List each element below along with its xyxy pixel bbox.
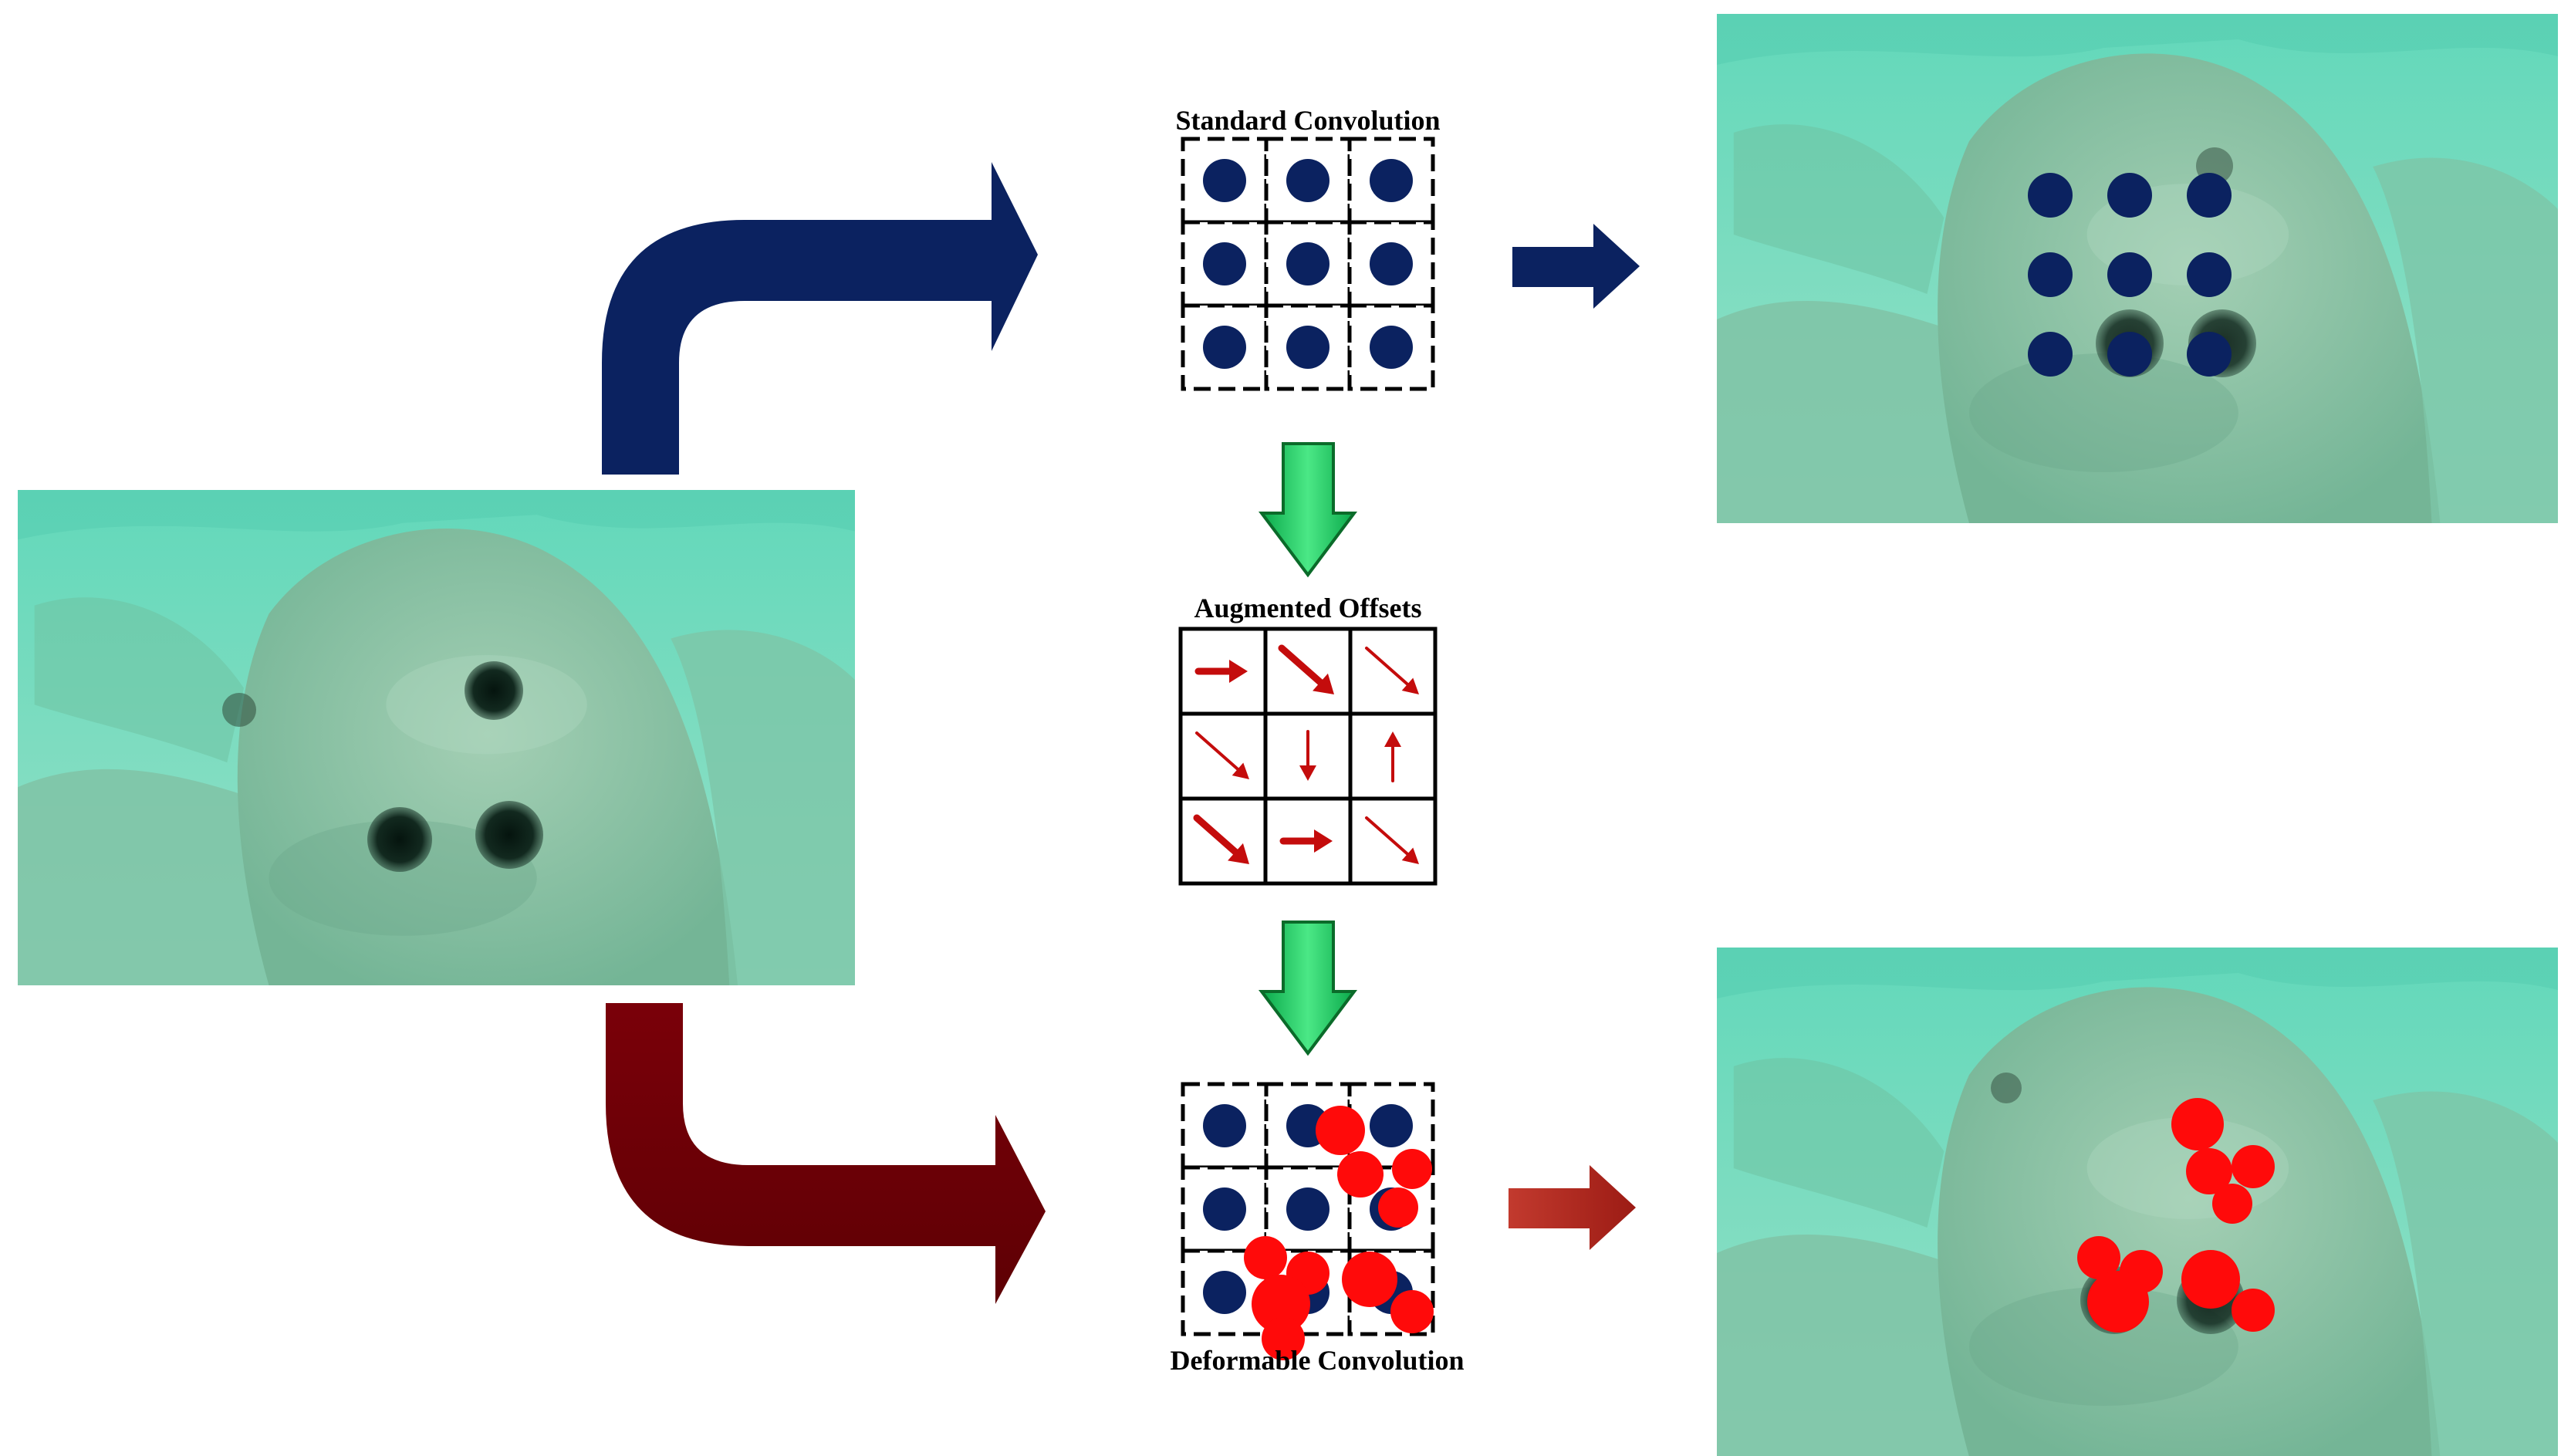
kernel-sample-point [1370, 326, 1413, 369]
deformed-sample-point [1252, 1275, 1310, 1333]
deformable-sample-points [1244, 1106, 1434, 1360]
maroon-small-arrow [1509, 1165, 1636, 1250]
output-sample-point [2107, 173, 2152, 218]
kernel-sample-point [1370, 159, 1413, 202]
green-arrow-down-1 [1259, 442, 1357, 578]
offsets-grid [1178, 627, 1438, 886]
kernel-sample-point [1286, 326, 1329, 369]
offset-arrow [1365, 816, 1410, 856]
offset-arrow [1278, 644, 1324, 686]
kernel-cell [1348, 711, 1438, 801]
kernel-sample-point [1203, 1104, 1246, 1147]
kernel-sample-point [1203, 1187, 1246, 1231]
offset-arrow [1195, 731, 1240, 771]
deformed-sample-point [1262, 1317, 1305, 1360]
deformed-sample-point [1378, 1187, 1418, 1228]
offset-arrow [1193, 814, 1239, 856]
kernel-sample-point [1370, 1104, 1413, 1147]
kernel-sample-point [1203, 159, 1246, 202]
offset-arrowhead [1228, 843, 1249, 864]
offset-arrowhead [1314, 829, 1333, 853]
output-sample-point [2187, 252, 2232, 297]
maroon-curved-arrow [606, 1003, 1046, 1304]
output-sample-point [2107, 332, 2152, 377]
output-sample-point [2107, 252, 2152, 297]
input-image [18, 490, 855, 985]
output-deformed-sample-point [2232, 1289, 2275, 1332]
output-deformed-sample-point [2232, 1145, 2275, 1188]
standard-convolution-label: Standard Convolution [1175, 105, 1440, 136]
output-deformed-sample-point [2186, 1148, 2232, 1194]
deformed-sample-point [1390, 1290, 1434, 1333]
kernel-sample-point [1203, 1271, 1246, 1314]
green-arrow-down-2 [1259, 921, 1357, 1056]
deformed-sample-point [1316, 1106, 1365, 1155]
deformed-sample-point [1342, 1252, 1397, 1307]
output-deformed-sample-point [2077, 1236, 2120, 1279]
kernel-sample-point [1203, 326, 1246, 369]
output-standard-sample-points [2028, 173, 2232, 377]
output-deformed-sample-point [2212, 1184, 2252, 1224]
output-sample-point [2028, 332, 2073, 377]
offset-arrowhead [1384, 731, 1401, 747]
output-deformed-sample-point [2181, 1250, 2240, 1309]
output-deformed-sample-point [2087, 1271, 2149, 1333]
offset-arrow [1365, 647, 1410, 686]
offset-arrowhead [1401, 847, 1419, 864]
input-urchins [222, 661, 543, 872]
output-deformable-sample-points [2077, 1098, 2275, 1333]
kernel-sample-point [1286, 159, 1329, 202]
output-sample-point [2028, 173, 2073, 218]
kernel-sample-point [1203, 242, 1246, 285]
deformed-sample-point [1244, 1236, 1287, 1279]
offset-arrowhead [1401, 677, 1419, 694]
deformable-convolution-label: Deformable Convolution [1171, 1345, 1465, 1376]
navy-small-arrow [1512, 224, 1640, 309]
offset-arrowhead [1313, 673, 1334, 694]
output-sample-point [2028, 252, 2073, 297]
offset-arrowhead [1232, 762, 1249, 779]
offset-arrowhead [1299, 765, 1316, 781]
offset-arrowhead [1229, 660, 1248, 683]
deformed-sample-point [1337, 1151, 1384, 1198]
navy-curved-arrow [602, 162, 1038, 475]
output-image-deformable [1717, 948, 2558, 1456]
kernel-sample-point [1370, 242, 1413, 285]
output-sample-point [2187, 332, 2232, 377]
deformed-sample-point [1392, 1149, 1432, 1189]
output-deformed-sample-point [2171, 1098, 2224, 1150]
kernel-sample-point [1286, 1187, 1329, 1231]
augmented-offsets-label: Augmented Offsets [1194, 593, 1422, 623]
kernel-sample-point [1286, 242, 1329, 285]
standard-kernel-grid [1181, 137, 1435, 391]
output-sample-point [2187, 173, 2232, 218]
